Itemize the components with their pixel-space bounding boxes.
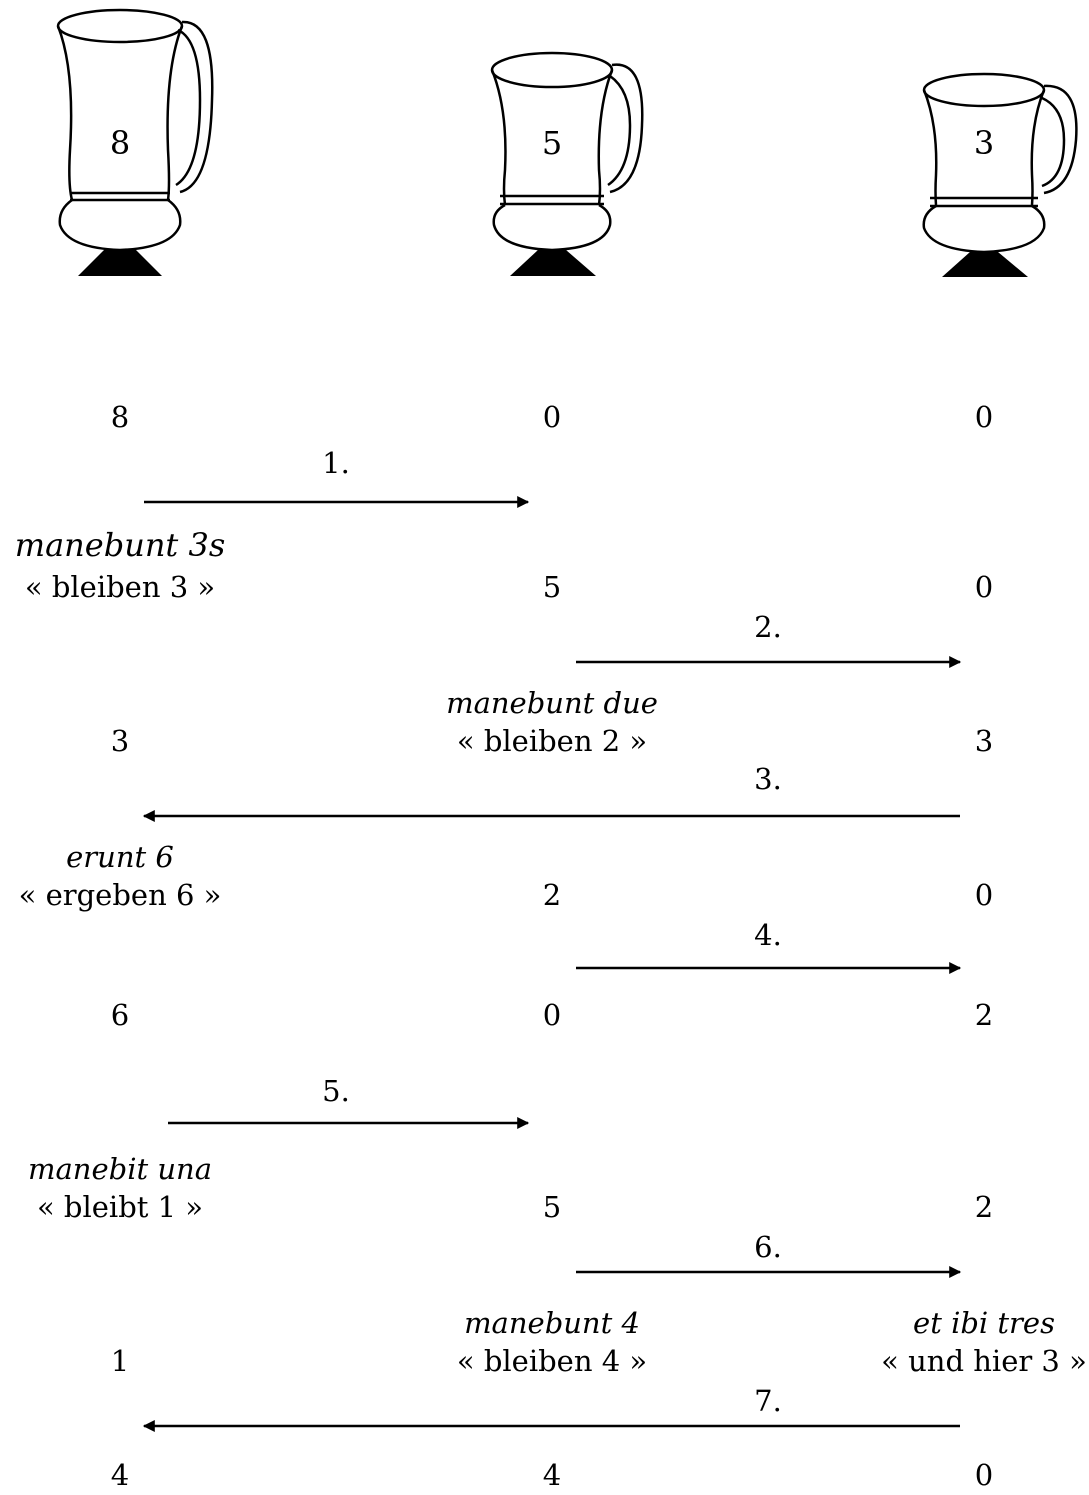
step-1-label: 1. [322,446,350,480]
state-1-jug-3: 0 [974,570,994,604]
jug-5-icon [490,51,644,276]
state-7-jug-8: 4 [110,1458,130,1492]
annotation-4-german: « bleibt 1 » [36,1190,204,1224]
jug-8-label: 8 [109,124,131,162]
annotation-1-latin: manebunt 3s [14,526,226,564]
state-5-jug-5: 5 [542,1190,562,1224]
step-2-label: 2. [754,610,782,644]
transfer-arrows [142,496,962,1432]
step-3-label: 3. [754,762,782,796]
jug-5-label: 5 [541,124,563,162]
state-1-jug-5: 5 [542,570,562,604]
annotation-6-latin: et ibi tres [913,1306,1055,1340]
state-3-jug-5: 2 [542,878,562,912]
step-6-label: 6. [754,1230,782,1264]
state-3-jug-3: 0 [974,878,994,912]
annotation-2-latin: manebunt due [446,686,658,720]
state-0-jug-5: 0 [542,400,562,434]
state-4-jug-8: 6 [110,998,130,1032]
jug-8-icon [56,8,214,276]
jug-3-label: 3 [973,124,995,162]
state-7-jug-5: 4 [542,1458,562,1492]
step-4-label: 4. [754,918,782,952]
state-2-jug-8: 3 [110,724,130,758]
state-6-jug-8: 1 [110,1344,130,1378]
state-5-jug-3: 2 [974,1190,994,1224]
annotation-3-german: « ergeben 6 » [18,878,222,912]
annotation-2-german: « bleiben 2 » [456,724,648,758]
annotation-4-latin: manebit una [28,1152,212,1186]
state-4-jug-3: 2 [974,998,994,1032]
jug-3-icon [922,72,1078,277]
annotation-6-german: « und hier 3 » [881,1344,1087,1378]
step-5-label: 5. [322,1074,350,1108]
annotation-5-latin: manebunt 4 [464,1306,640,1340]
annotation-5-german: « bleiben 4 » [456,1344,648,1378]
annotation-3-latin: erunt 6 [66,840,174,874]
state-0-jug-8: 8 [110,400,130,434]
step-7-label: 7. [754,1384,782,1418]
state-2-jug-3: 3 [974,724,994,758]
state-0-jug-3: 0 [974,400,994,434]
state-7-jug-3: 0 [974,1458,994,1492]
annotation-1-german: « bleiben 3 » [24,570,216,604]
state-4-jug-5: 0 [542,998,562,1032]
